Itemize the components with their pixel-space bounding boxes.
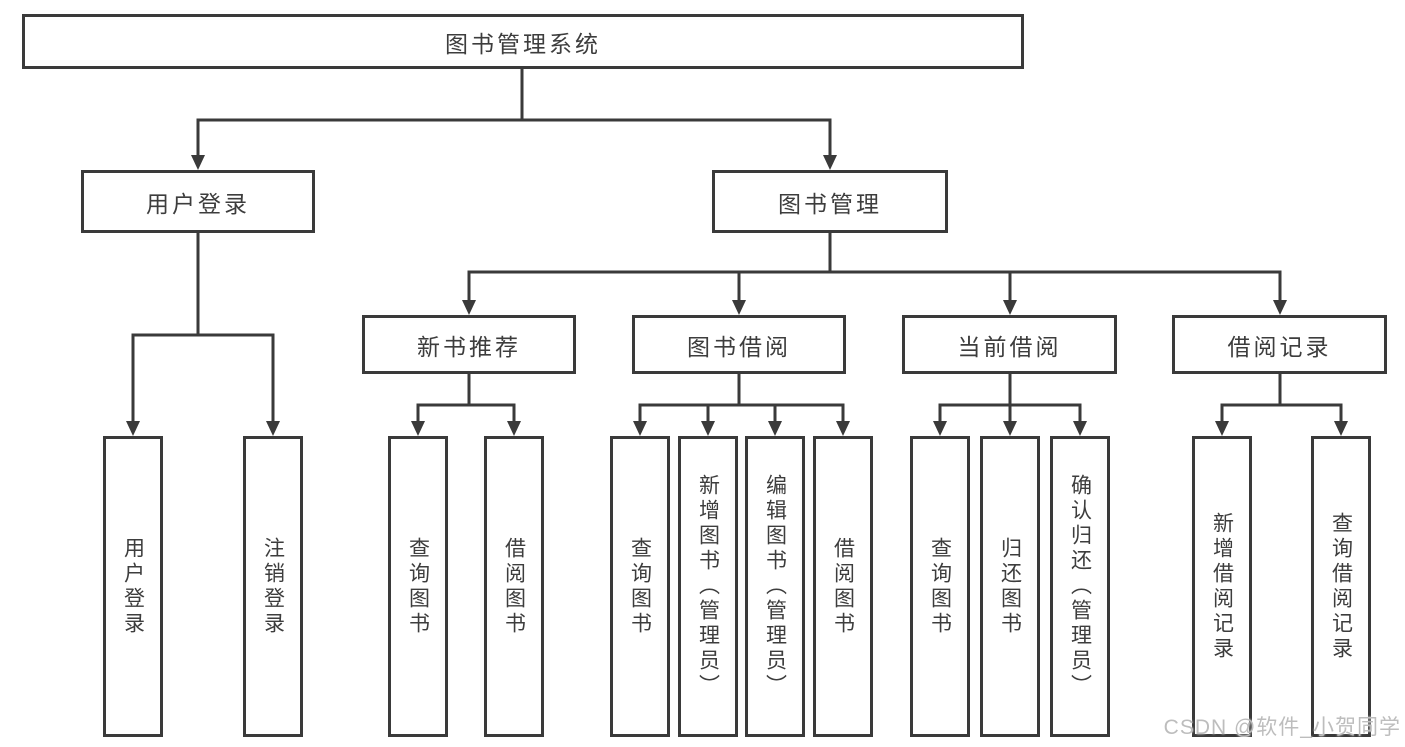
arrowhead-icon: [701, 421, 715, 436]
leaf-label: 借阅图书: [502, 536, 526, 637]
leaf-borrow-add-books-admin: 新增图书（管理员）: [678, 436, 738, 737]
leaf-records-add-record: 新增借阅记录: [1192, 436, 1252, 737]
leaf-records-query-record: 查询借阅记录: [1311, 436, 1371, 737]
leaf-label: 归还图书: [998, 536, 1022, 637]
arrowhead-icon: [126, 421, 140, 436]
leaf-logout: 注销登录: [243, 436, 303, 737]
leaf-user-login: 用户登录: [103, 436, 163, 737]
arrowhead-icon: [507, 421, 521, 436]
arrowhead-icon: [1073, 421, 1087, 436]
leaf-label: 编辑图书（管理员）: [763, 474, 787, 699]
leaf-recommend-borrow-books: 借阅图书: [484, 436, 544, 737]
node-current-borrow: 当前借阅: [902, 315, 1117, 374]
leaf-current-return-books: 归还图书: [980, 436, 1040, 737]
node-label: 图书借阅: [687, 333, 791, 360]
leaf-label: 确认归还（管理员）: [1068, 474, 1092, 699]
arrowhead-icon: [1003, 300, 1017, 315]
arrowhead-icon: [836, 421, 850, 436]
node-label: 新书推荐: [417, 333, 521, 360]
leaf-label: 查询借阅记录: [1329, 511, 1353, 662]
arrowhead-icon: [191, 155, 205, 170]
leaf-label: 注销登录: [261, 536, 285, 637]
leaf-current-query-books: 查询图书: [910, 436, 970, 737]
arrowhead-icon: [1273, 300, 1287, 315]
leaf-label: 查询图书: [628, 536, 652, 637]
arrowhead-icon: [732, 300, 746, 315]
arrowhead-icon: [266, 421, 280, 436]
leaf-current-confirm-return-admin: 确认归还（管理员）: [1050, 436, 1110, 737]
node-new-book-recommend: 新书推荐: [362, 315, 576, 374]
arrowhead-icon: [411, 421, 425, 436]
node-borrow-records: 借阅记录: [1172, 315, 1387, 374]
leaf-label: 借阅图书: [831, 536, 855, 637]
leaf-label: 用户登录: [121, 536, 145, 637]
csdn-watermark: CSDN @软件_小贺同学: [1163, 716, 1401, 739]
leaf-recommend-query-books: 查询图书: [388, 436, 448, 737]
arrowhead-icon: [768, 421, 782, 436]
arrowhead-icon: [1334, 421, 1348, 436]
leaf-borrow-borrow-books: 借阅图书: [813, 436, 873, 737]
node-label: 用户登录: [146, 190, 250, 217]
arrowhead-icon: [933, 421, 947, 436]
arrowhead-icon: [462, 300, 476, 315]
node-label: 图书管理: [778, 190, 882, 217]
node-user-login: 用户登录: [81, 170, 315, 233]
arrowhead-icon: [1003, 421, 1017, 436]
leaf-label: 新增借阅记录: [1210, 511, 1234, 662]
node-label: 图书管理系统: [445, 30, 601, 57]
arrowhead-icon: [823, 155, 837, 170]
arrowhead-icon: [633, 421, 647, 436]
arrowhead-icon: [1215, 421, 1229, 436]
node-book-management: 图书管理: [712, 170, 948, 233]
leaf-borrow-edit-books-admin: 编辑图书（管理员）: [745, 436, 805, 737]
node-label: 当前借阅: [957, 333, 1062, 360]
leaf-label: 新增图书（管理员）: [696, 474, 720, 699]
leaf-borrow-query-books: 查询图书: [610, 436, 670, 737]
node-book-borrow: 图书借阅: [632, 315, 846, 374]
node-library-management-system: 图书管理系统: [22, 14, 1024, 69]
leaf-label: 查询图书: [928, 536, 952, 637]
leaf-label: 查询图书: [406, 536, 430, 637]
node-label: 借阅记录: [1227, 333, 1332, 360]
